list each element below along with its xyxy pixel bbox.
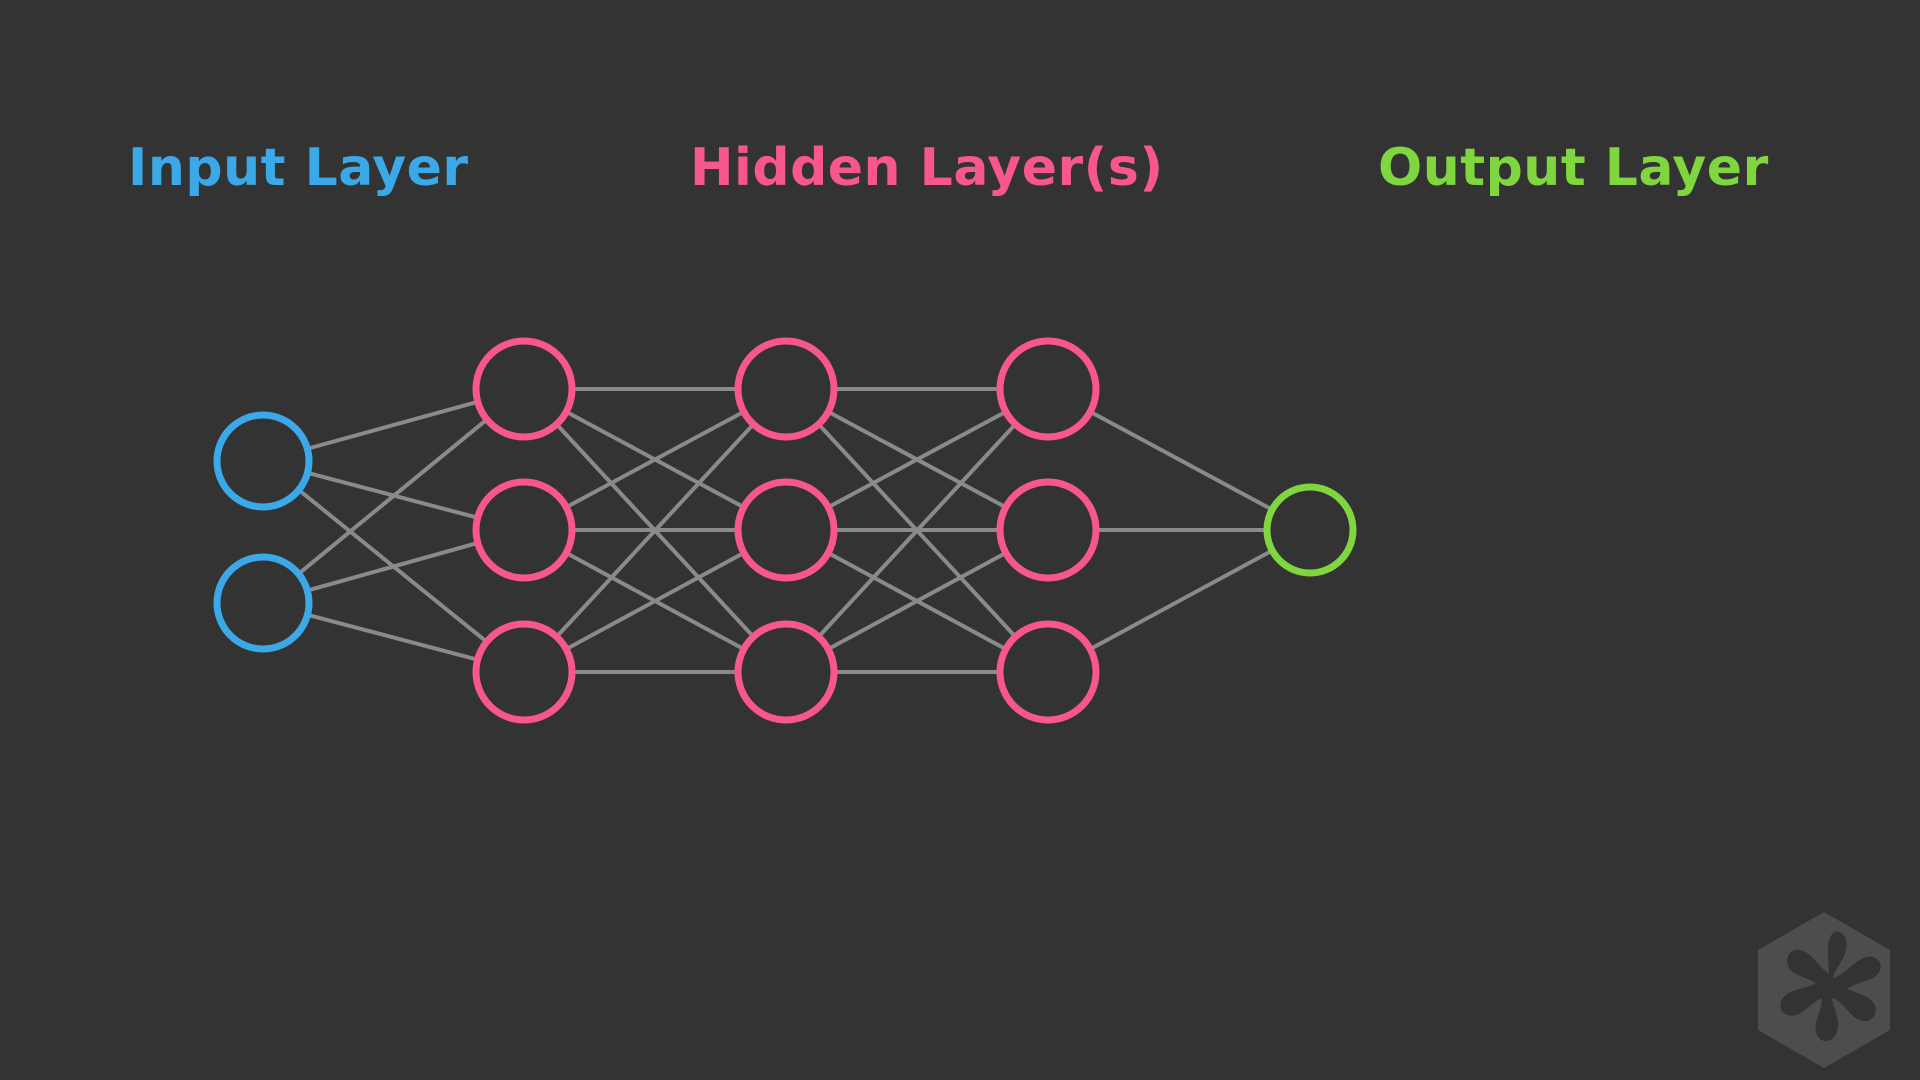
neuron-node-h1a[interactable] [472, 337, 576, 441]
neuron-node-h1b[interactable] [472, 478, 576, 582]
neuron-node-h3a[interactable] [996, 337, 1100, 441]
edges-group [297, 387, 1274, 674]
connection-edge [306, 541, 479, 593]
neuron-node-i1[interactable] [213, 411, 313, 511]
hexagon-neuron-logo-icon [1758, 912, 1890, 1068]
logo-neuron-shape [1780, 931, 1881, 1041]
connection-edge [565, 551, 745, 651]
neuron-node-h1c[interactable] [472, 620, 576, 724]
connection-edge [565, 410, 745, 509]
neuron-node-h2b[interactable] [734, 478, 838, 582]
connection-edge [306, 613, 479, 662]
connection-edge [297, 418, 489, 576]
neuron-node-h3c[interactable] [996, 620, 1100, 724]
connection-edge [555, 422, 755, 639]
connection-edge [817, 422, 1017, 639]
connection-edge [1089, 410, 1274, 512]
neuron-node-h3b[interactable] [996, 478, 1100, 582]
neuron-node-i2[interactable] [213, 553, 313, 653]
connection-edge [1089, 548, 1274, 651]
neuron-node-o1[interactable] [1263, 483, 1357, 577]
neuron-node-h2c[interactable] [734, 620, 838, 724]
neuron-node-h2a[interactable] [734, 337, 838, 441]
nodes-group [213, 337, 1357, 724]
connection-edge [827, 410, 1007, 509]
connection-edge [306, 400, 479, 451]
connection-edge [827, 551, 1007, 651]
